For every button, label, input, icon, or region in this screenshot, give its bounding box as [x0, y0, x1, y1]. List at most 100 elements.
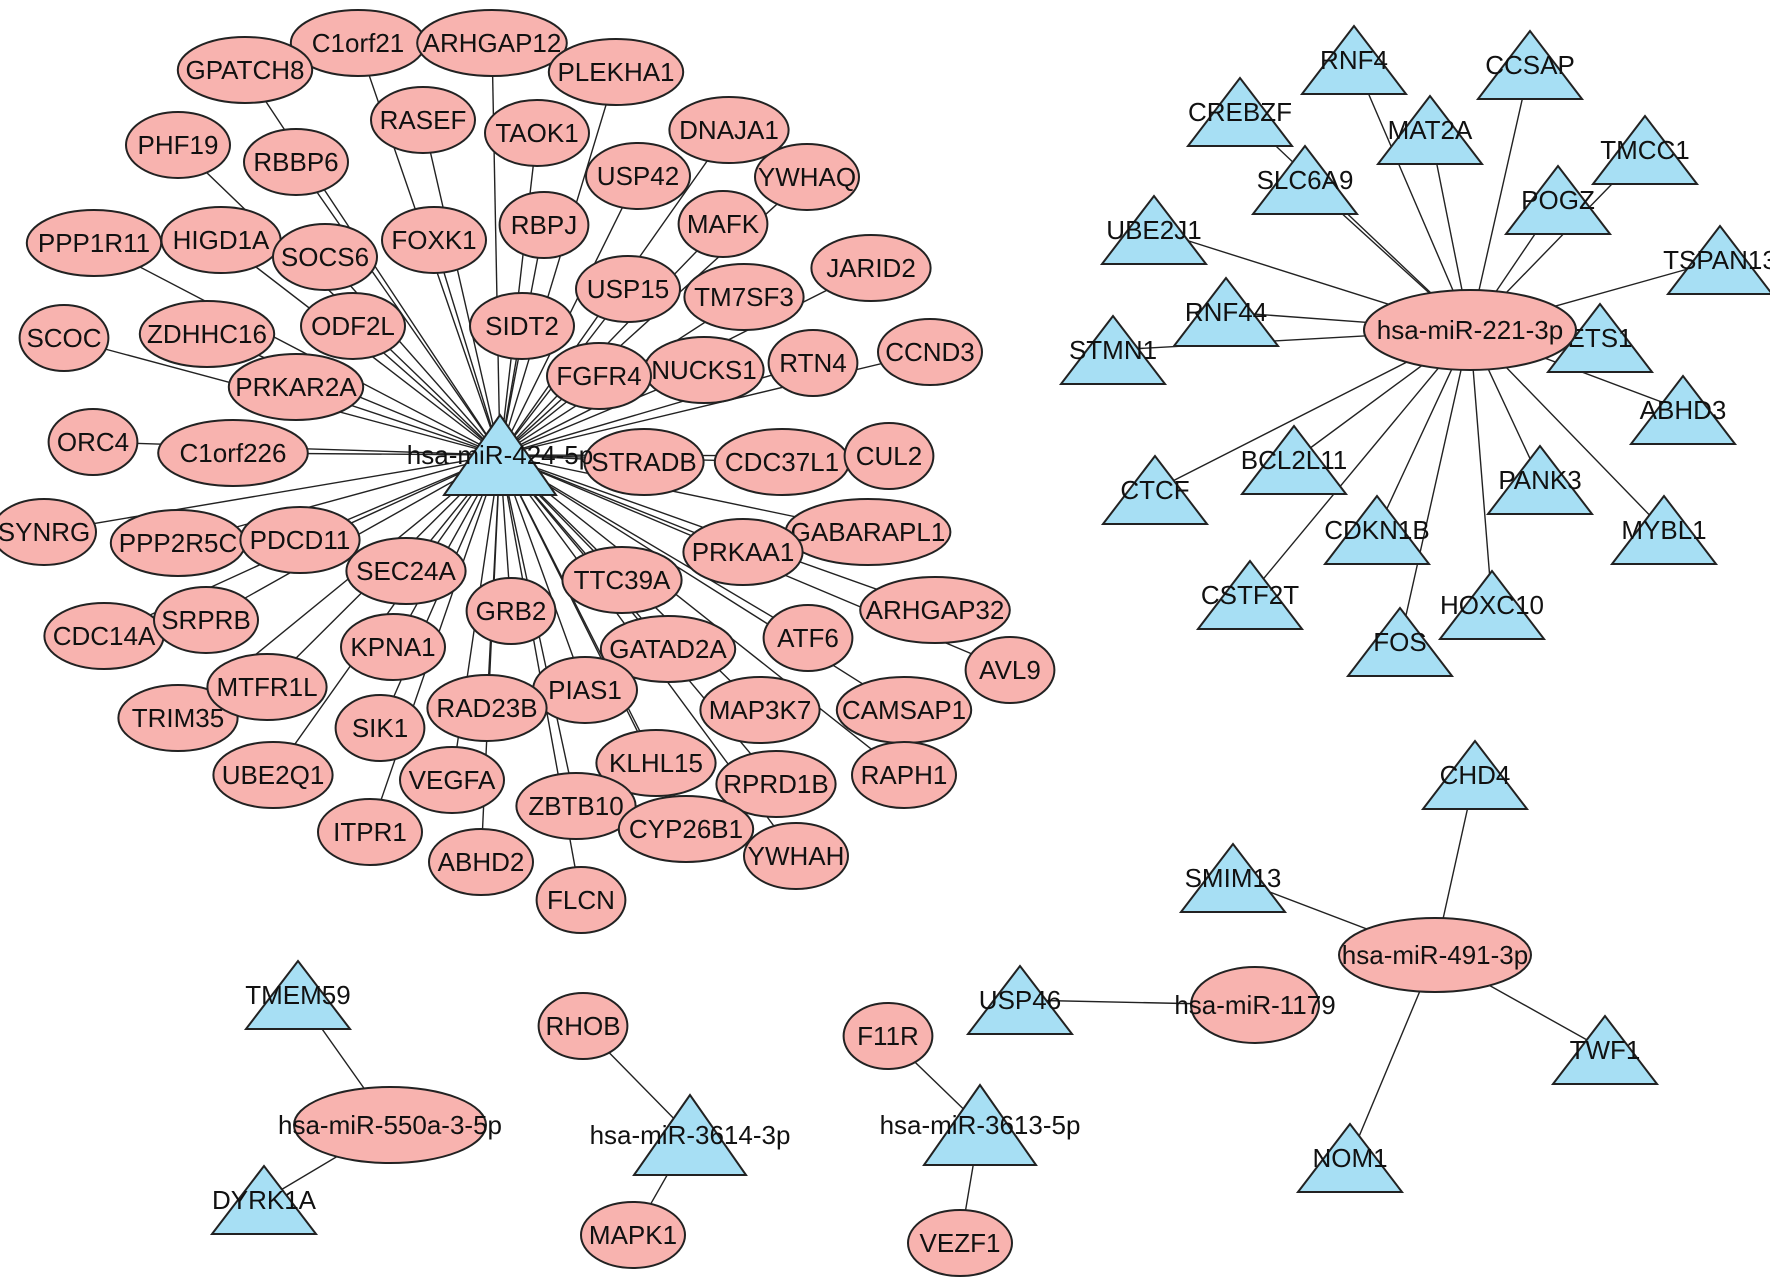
node-sec24a[interactable]: SEC24A: [345, 537, 467, 605]
node-nom1[interactable]: NOM1: [1295, 1122, 1405, 1193]
node-stmn1[interactable]: STMN1: [1058, 314, 1168, 385]
node-sik1[interactable]: SIK1: [334, 694, 426, 762]
node-rprd1b[interactable]: RPRD1B: [715, 750, 837, 818]
node-orc4[interactable]: ORC4: [47, 408, 139, 476]
node-vezf1[interactable]: VEZF1: [907, 1209, 1013, 1277]
node-grb2[interactable]: GRB2: [465, 577, 557, 645]
node-mafk[interactable]: MAFK: [677, 190, 769, 258]
node-camsap1[interactable]: CAMSAP1: [835, 676, 973, 744]
node-kpna1[interactable]: KPNA1: [340, 613, 446, 681]
node-synrg[interactable]: SYNRG: [0, 498, 97, 566]
node-srprb[interactable]: SRPRB: [153, 586, 259, 654]
node-twf1[interactable]: TWF1: [1550, 1014, 1660, 1085]
node-mtfr1l[interactable]: MTFR1L: [206, 653, 328, 721]
node-ywhah[interactable]: YWHAH: [743, 822, 849, 890]
node-raph1[interactable]: RAPH1: [851, 741, 957, 809]
node-tmem59[interactable]: TMEM59: [243, 959, 353, 1030]
node-usp42[interactable]: USP42: [585, 142, 691, 210]
node-c1orf21[interactable]: C1orf21: [289, 9, 427, 77]
node-hsa-mir-491-3p[interactable]: hsa-miR-491-3p: [1338, 917, 1532, 993]
node-pias1[interactable]: PIAS1: [532, 656, 638, 724]
node-pank3[interactable]: PANK3: [1485, 444, 1595, 515]
node-gabarapl1[interactable]: GABARAPL1: [784, 498, 952, 566]
node-map3k7[interactable]: MAP3K7: [699, 676, 821, 744]
node-cstf2t[interactable]: CSTF2T: [1195, 559, 1305, 630]
node-dnaja1[interactable]: DNAJA1: [668, 96, 790, 164]
node-vegfa[interactable]: VEGFA: [399, 746, 505, 814]
node-rbpj[interactable]: RBPJ: [498, 191, 590, 259]
node-slc6a9[interactable]: SLC6A9: [1250, 144, 1360, 215]
node-plekha1[interactable]: PLEKHA1: [547, 38, 685, 106]
node-usp15[interactable]: USP15: [575, 255, 681, 323]
node-zbtb10[interactable]: ZBTB10: [515, 772, 637, 840]
node-abhd3[interactable]: ABHD3: [1628, 374, 1738, 445]
node-hsa-mir-3613-5p[interactable]: hsa-miR-3613-5p: [880, 1083, 1081, 1166]
node-rad23b[interactable]: RAD23B: [426, 674, 548, 742]
node-ywhaq[interactable]: YWHAQ: [754, 143, 860, 211]
node-cdc14a[interactable]: CDC14A: [43, 602, 165, 670]
node-ccsap[interactable]: CCSAP: [1475, 29, 1585, 100]
node-ube2j1[interactable]: UBE2J1: [1099, 194, 1209, 265]
node-klhl15[interactable]: KLHL15: [595, 729, 717, 797]
node-taok1[interactable]: TAOK1: [484, 99, 590, 167]
node-cul2[interactable]: CUL2: [843, 422, 935, 490]
node-rasef[interactable]: RASEF: [370, 86, 476, 154]
node-rnf44[interactable]: RNF44: [1171, 276, 1281, 347]
node-trim35[interactable]: TRIM35: [117, 684, 239, 752]
node-ccnd3[interactable]: CCND3: [877, 318, 983, 386]
node-ctcf[interactable]: CTCF: [1100, 454, 1210, 525]
node-tmcc1[interactable]: TMCC1: [1590, 114, 1700, 185]
node-pogz[interactable]: POGZ: [1503, 164, 1613, 235]
node-avl9[interactable]: AVL9: [964, 636, 1056, 704]
node-hoxc10[interactable]: HOXC10: [1437, 569, 1547, 640]
node-cdkn1b[interactable]: CDKN1B: [1322, 494, 1432, 565]
node-hsa-mir-3614-3p[interactable]: hsa-miR-3614-3p: [590, 1093, 791, 1176]
node-tm7sf3[interactable]: TM7SF3: [683, 263, 805, 331]
node-abhd2[interactable]: ABHD2: [428, 828, 534, 896]
node-arhgap12[interactable]: ARHGAP12: [416, 9, 568, 77]
node-mapk1[interactable]: MAPK1: [580, 1201, 686, 1269]
node-odf2l[interactable]: ODF2L: [300, 292, 406, 360]
node-arhgap32[interactable]: ARHGAP32: [859, 576, 1011, 644]
node-ppp2r5c[interactable]: PPP2R5C: [109, 509, 247, 577]
node-nucks1[interactable]: NUCKS1: [643, 336, 765, 404]
node-gatad2a[interactable]: GATAD2A: [599, 615, 737, 683]
node-rhob[interactable]: RHOB: [537, 992, 629, 1060]
node-rnf4[interactable]: RNF4: [1299, 24, 1409, 95]
node-ppp1r11[interactable]: PPP1R11: [25, 209, 163, 277]
node-atf6[interactable]: ATF6: [762, 604, 854, 672]
node-phf19[interactable]: PHF19: [125, 111, 231, 179]
node-rtn4[interactable]: RTN4: [767, 329, 859, 397]
node-ets1[interactable]: ETS1: [1545, 302, 1655, 373]
node-c1orf226[interactable]: C1orf226: [157, 419, 309, 487]
node-chd4[interactable]: CHD4: [1420, 739, 1530, 810]
node-jarid2[interactable]: JARID2: [810, 234, 932, 302]
node-hsa-mir-221-3p[interactable]: hsa-miR-221-3p: [1363, 289, 1577, 371]
node-sidt2[interactable]: SIDT2: [469, 292, 575, 360]
node-bcl2l11[interactable]: BCL2L11: [1239, 424, 1349, 495]
node-hsa-mir-424-5p[interactable]: hsa-miR-424-5p: [407, 413, 593, 496]
node-pdcd11[interactable]: PDCD11: [239, 506, 361, 574]
node-fgfr4[interactable]: FGFR4: [546, 342, 652, 410]
node-smim13[interactable]: SMIM13: [1178, 842, 1288, 913]
node-gpatch8[interactable]: GPATCH8: [176, 36, 314, 104]
node-stradb[interactable]: STRADB: [583, 428, 705, 496]
node-fos[interactable]: FOS: [1345, 606, 1455, 677]
node-prkaa1[interactable]: PRKAA1: [682, 518, 804, 586]
node-itpr1[interactable]: ITPR1: [317, 798, 423, 866]
node-scoc[interactable]: SCOC: [18, 304, 110, 372]
node-zdhhc16[interactable]: ZDHHC16: [138, 300, 276, 368]
node-cdc37l1[interactable]: CDC37L1: [713, 428, 851, 496]
node-ttc39a[interactable]: TTC39A: [561, 546, 683, 614]
node-socs6[interactable]: SOCS6: [272, 223, 378, 291]
node-mybl1[interactable]: MYBL1: [1609, 494, 1719, 565]
node-crebzf[interactable]: CREBZF: [1185, 76, 1295, 147]
node-flcn[interactable]: FLCN: [535, 866, 627, 934]
node-tspan13[interactable]: TSPAN13: [1663, 224, 1770, 295]
node-cyp26b1[interactable]: CYP26B1: [617, 795, 755, 863]
node-mat2a[interactable]: MAT2A: [1375, 94, 1485, 165]
node-hsa-mir-1179[interactable]: hsa-miR-1179: [1174, 966, 1336, 1044]
node-prkar2a[interactable]: PRKAR2A: [227, 353, 365, 421]
node-hsa-mir-550a-3-5p[interactable]: hsa-miR-550a-3-5p: [278, 1086, 502, 1164]
node-higd1a[interactable]: HIGD1A: [160, 206, 282, 274]
